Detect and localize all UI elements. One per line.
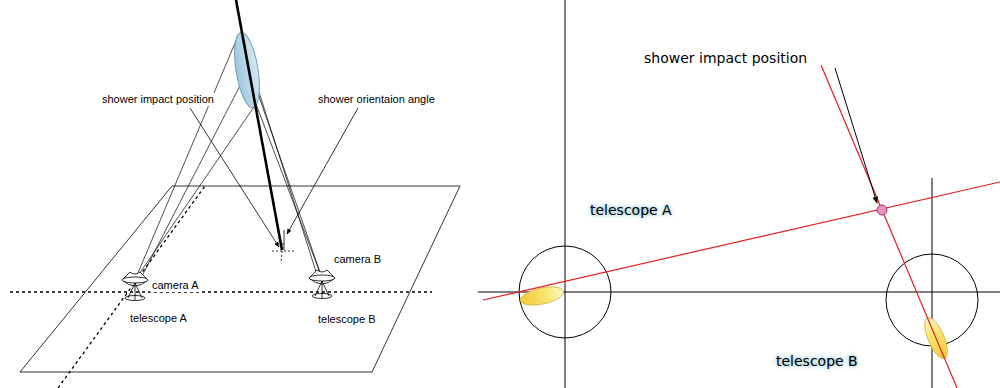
impact-point [877,205,887,215]
telescope-symbol [309,270,335,299]
label: shower orientaion angle [316,93,437,106]
sight-lines [135,36,322,280]
axes [478,0,1000,388]
label: telescope B [774,353,860,369]
shower-axis [236,0,282,250]
camera-image-ellipse [519,284,952,362]
baseline-dashed [10,186,432,388]
shower-ellipse [230,31,264,110]
label: camera B [332,253,383,266]
image-axis-line [483,65,1000,388]
label: telescope A [128,312,189,325]
telescope-circle [519,246,978,346]
label: telescope B [316,313,377,326]
label: telescope A [588,202,674,218]
impact-marker [272,230,294,262]
leader-lines [190,108,358,247]
label: shower impact position [100,93,216,106]
label: shower impact position [642,50,809,66]
telescope-symbol [122,272,148,301]
label: camera A [150,279,200,292]
ground-plane [20,186,460,372]
leader-line [835,68,877,203]
